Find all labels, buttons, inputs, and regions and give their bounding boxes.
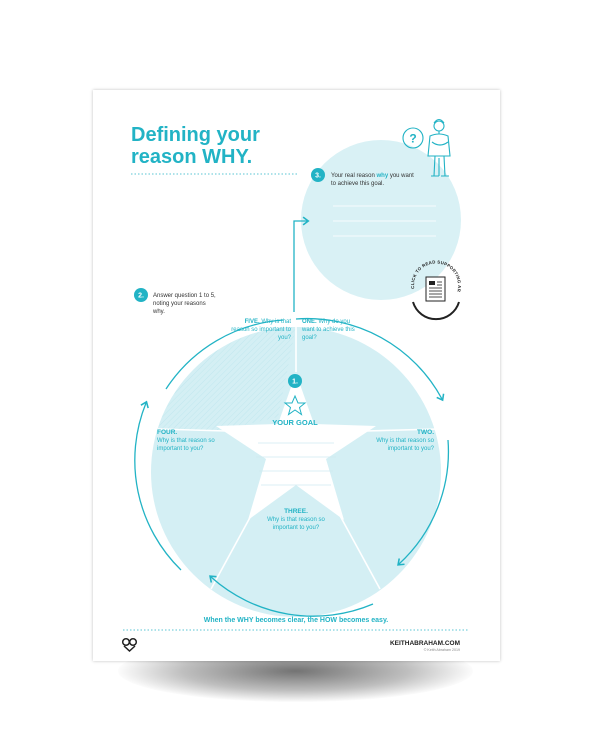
worksheet-page: Defining your reason WHY. 3. Your real r… [91,86,500,661]
segment-one-line-3: goal? [302,335,317,341]
segment-four-line-1: Why is that reason so [157,438,215,444]
connector-arrow [293,216,310,312]
step-1-number: 1. [292,379,298,386]
arrow-four-to-five [134,400,182,571]
reason-circle [301,140,461,300]
step-3-line-1: Your real reason why you want [331,173,414,179]
keith-abraham-logo-icon [121,637,138,653]
goal-star [216,373,376,520]
segment-five-line-3: you? [278,335,292,341]
thinking-person-icon [427,118,451,177]
arrow-one-to-two [295,317,445,402]
question-mark-icon: ? [402,127,424,149]
reason-lines [333,205,436,237]
segment-five: FIVE. Why is that reason so important to… [231,319,291,341]
goal-lines [256,442,336,486]
step-2-line-2: noting your reasons [153,301,206,307]
step-2-badge [134,288,148,302]
segment-three: THREE. Why is that reason so important t… [267,508,325,531]
segment-one: ONE. Why do you want to achieve this goa… [301,319,355,341]
step-3-line-2: to achieve this goal. [331,181,384,187]
worksheet-canvas: Defining your reason WHY. 3. Your real r… [91,86,469,653]
step-2-number: 2. [138,293,144,300]
arrow-two-to-three [397,439,450,566]
article-icon [425,276,446,302]
goal-label: YOUR GOAL [272,418,318,427]
segment-dividers [157,327,439,590]
segment-five-line-2: reason so important to [231,327,291,333]
segment-two: TWO. Why is that reason so important to … [376,429,434,452]
footer-site: KEITHABRAHAM.COM [390,640,460,647]
segment-three-line-2: important to you? [273,525,320,531]
footer-tagline: When the WHY becomes clear, the HOW beco… [204,617,389,624]
cycle-arrows [134,317,450,617]
footer-copyright: © Keith Abraham 2019 [424,648,460,652]
segment-four-line-2: important to you? [157,446,204,452]
segment-two-title: TWO. [417,429,434,436]
segment-one-line-1: ONE. Why do you [302,319,350,325]
step-3-number: 3. [315,173,321,180]
arrow-five-to-one [165,319,284,390]
segment-five-area [158,327,296,431]
segment-five-line-1: FIVE. Why is that [245,319,292,325]
star-icon [283,394,307,416]
title-line-1: Defining your [131,124,260,146]
segment-one-line-2: want to achieve this [301,327,355,333]
step-2-line-3: why. [152,309,165,315]
segment-two-line-1: Why is that reason so [376,438,434,444]
segment-four: FOUR. Why is that reason so important to… [157,429,215,452]
step-3-badge [311,168,325,182]
arrow-three-to-four [209,575,374,617]
segment-three-title: THREE. [284,508,308,515]
svg-text:?: ? [409,132,416,146]
segment-four-title: FOUR. [157,429,177,436]
step-2-line-1: Answer question 1 to 5, [153,293,216,299]
segment-two-line-2: important to you? [388,446,435,452]
step-1-badge [288,374,302,388]
title-line-2: reason WHY. [131,146,252,168]
segment-three-line-1: Why is that reason so [267,517,325,523]
